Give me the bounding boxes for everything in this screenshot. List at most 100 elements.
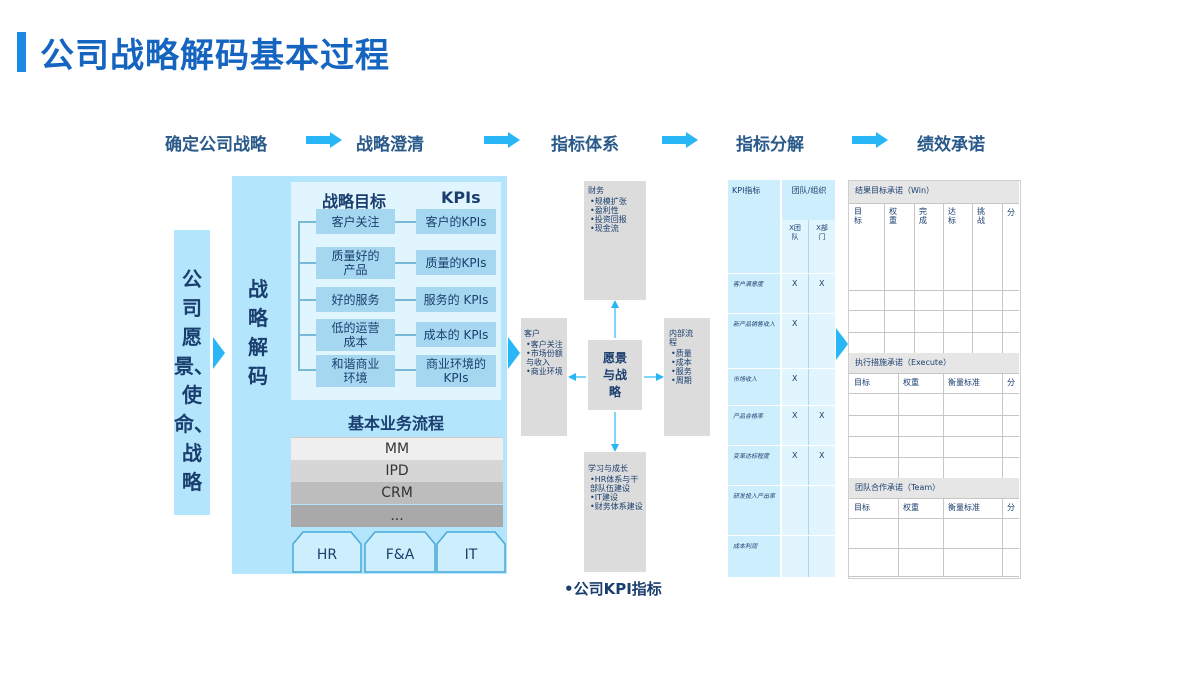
grid-col-label: 目标 xyxy=(854,207,862,225)
step-3: 指标体系 xyxy=(551,135,619,155)
execute-header-bg xyxy=(849,353,1019,373)
grid-line xyxy=(849,373,1019,374)
customer-title: 客户 xyxy=(524,329,540,338)
grid-col-label: 分 xyxy=(1007,503,1015,512)
finance-item: •现金流 xyxy=(590,224,619,233)
team-header-bg xyxy=(849,478,1019,498)
finance-box: 财务 •规模扩张 •盈利性 •投资回报 •现金流 xyxy=(584,181,646,300)
decomp-mark-team: X xyxy=(792,411,798,420)
goal-cell: 和谐商业环境 xyxy=(316,355,395,387)
finance-item: •投资回报 xyxy=(590,215,627,224)
grid-line xyxy=(898,498,899,576)
team-title: 团队合作承诺（Team） xyxy=(855,483,941,492)
grid-line xyxy=(1002,373,1003,478)
bsc-arrows xyxy=(568,300,664,452)
grid-col-label: 权重 xyxy=(903,378,919,387)
grid-col-label: 权重 xyxy=(903,503,919,512)
decomp-row-name: 市场收入 xyxy=(733,376,758,383)
process-mm: MM xyxy=(291,437,503,460)
kpi-column xyxy=(728,180,780,577)
decomp-row-name: 成本利润 xyxy=(733,543,758,550)
support-it-shape xyxy=(436,531,506,573)
support-shapes xyxy=(292,531,506,573)
decomp-mark-team: X xyxy=(792,451,798,460)
kpi-cell: 客户的KPIs xyxy=(416,209,496,234)
grid-line xyxy=(849,310,1019,311)
grid-col-label: 权重 xyxy=(889,207,897,225)
grid-col-label: 目标 xyxy=(854,503,870,512)
goal-cell: 低的运营成本 xyxy=(316,319,395,351)
kpi-cell: 服务的 KPIs xyxy=(416,287,496,312)
grid-col-label: 达标 xyxy=(948,207,956,225)
kpi-cell: 商业环境的KPIs xyxy=(416,355,496,387)
decomp-row-name: 变革达标程度 xyxy=(733,453,770,460)
grid-col-label: 分 xyxy=(1007,208,1015,217)
grid-col-label: 挑战 xyxy=(977,207,985,225)
internal-item: •周期 xyxy=(671,376,692,385)
row-divider xyxy=(728,368,835,369)
grid-col-label: 衡量标准 xyxy=(948,378,980,387)
vision-strategy-box: 愿景与战略 xyxy=(588,340,642,410)
vision-box xyxy=(174,230,210,515)
support-hr-shape xyxy=(292,531,362,573)
title-accent-bar xyxy=(17,32,26,72)
bsc-caption: •公司KPI指标 xyxy=(564,580,662,598)
pointer-icon xyxy=(508,337,520,369)
decomp-mark-team: X xyxy=(792,319,798,328)
grid-line xyxy=(884,203,885,353)
process-ipd: IPD xyxy=(291,460,503,482)
process-crm: CRM xyxy=(291,482,503,504)
decomp-row-name: 研发投入产出率 xyxy=(733,493,776,500)
decomp-mark-dept: X xyxy=(819,411,825,420)
step-1: 确定公司战略 xyxy=(165,135,267,155)
learning-title: 学习与成长 xyxy=(588,464,628,473)
arrow-right-icon xyxy=(306,132,342,148)
support-it: IT xyxy=(464,547,478,563)
grid-line xyxy=(972,203,973,353)
grid-line xyxy=(914,203,915,353)
decomp-row-name: 新产品销售收入 xyxy=(733,321,776,328)
process-more: ... xyxy=(291,505,503,527)
row-divider xyxy=(728,535,835,536)
grid-line xyxy=(849,576,1019,577)
grid-line xyxy=(849,332,1019,333)
team-header: 团队/组织 xyxy=(791,186,827,195)
divider xyxy=(808,220,809,577)
arrow-right-icon xyxy=(662,132,698,148)
grid-line xyxy=(849,436,1019,437)
connector-line xyxy=(395,369,416,371)
grid-col-label: 分 xyxy=(1007,378,1015,387)
decode-label: 战略解码 xyxy=(248,277,268,388)
grid-line xyxy=(943,203,944,353)
internal-item: •服务 xyxy=(671,367,692,376)
arrow-right-icon xyxy=(484,132,520,148)
internal-title: 内部流程 xyxy=(669,329,693,347)
kpi-header: KPI指标 xyxy=(732,186,761,195)
support-hr: HR xyxy=(316,547,338,563)
step-4: 指标分解 xyxy=(736,135,804,155)
finance-item: •规模扩张 xyxy=(590,197,627,206)
decomp-mark-dept: X xyxy=(819,279,825,288)
internal-item: •质量 xyxy=(671,349,692,358)
decomp-mark-team: X xyxy=(792,374,798,383)
customer-item: •客户关注 xyxy=(526,340,563,349)
goal-cell: 质量好的产品 xyxy=(316,247,395,279)
grid-col-label: 完成 xyxy=(919,207,927,225)
pointer-icon xyxy=(836,328,848,360)
internal-box: 内部流程 •质量 •成本 •服务 •周期 xyxy=(664,318,710,436)
grid-line xyxy=(943,373,944,478)
sub-dept: X部门 xyxy=(816,224,828,241)
decomp-row-name: 产品合格率 xyxy=(733,413,764,420)
support-fa: F&A xyxy=(385,547,415,563)
connector-line xyxy=(395,221,416,223)
process-title: 基本业务流程 xyxy=(347,414,444,433)
commit-panel xyxy=(848,180,1021,579)
learning-item: •HR体系与干部队伍建设 xyxy=(590,475,639,493)
grid-line xyxy=(898,373,899,478)
win-title: 结果目标承诺（Win） xyxy=(855,186,935,195)
learning-box: 学习与成长 •HR体系与干部队伍建设 •IT建设 •财务体系建设 xyxy=(584,452,646,572)
execute-title: 执行措施承诺（Execute） xyxy=(855,358,951,367)
grid-line xyxy=(849,290,1019,291)
tree-line xyxy=(298,299,316,301)
win-header-bg xyxy=(849,181,1019,203)
